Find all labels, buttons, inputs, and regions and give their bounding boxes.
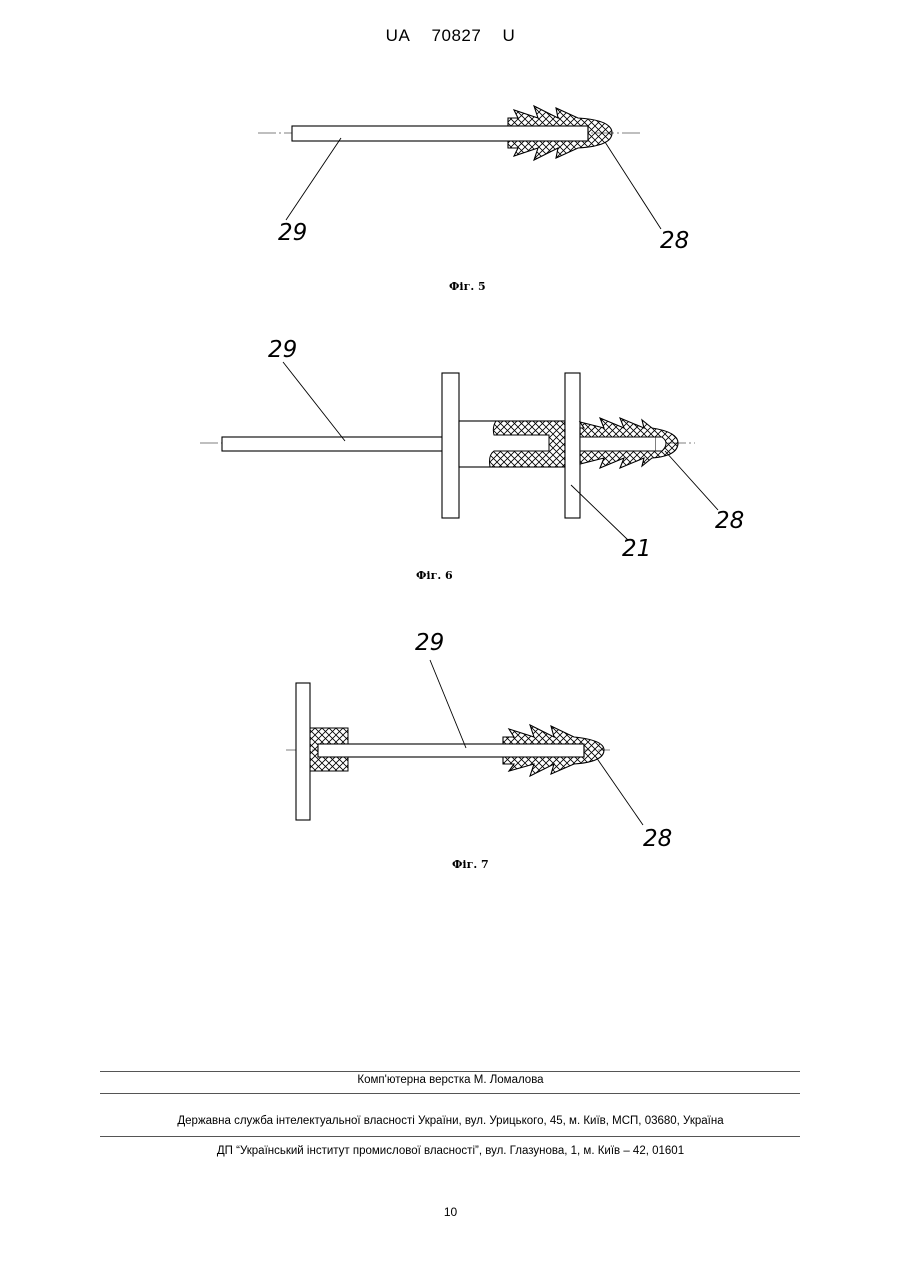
figure-7-caption: Фіг. 7 [452, 858, 489, 871]
figure-6-caption: Фіг. 6 [416, 569, 453, 582]
label-28-fig6: 28 [715, 508, 744, 534]
base-plate [296, 683, 310, 820]
page-number: 10 [0, 1205, 901, 1219]
figure-5-caption: Фіг. 5 [449, 280, 486, 293]
rod-29 [222, 437, 444, 451]
rod-29 [318, 744, 584, 757]
figure-5-drawing: 29 28 [258, 106, 689, 254]
institute-address: ДП “Український інститут промислової вла… [0, 1145, 901, 1157]
office-address: Державна служба інтелектуальної власност… [0, 1115, 901, 1127]
right-flange-21 [565, 373, 580, 518]
label-29-fig5: 29 [278, 220, 307, 246]
label-21-fig6: 21 [622, 536, 651, 562]
layout-credit: Комп'ютерна верстка М. Ломалова [0, 1074, 901, 1086]
left-flange [442, 373, 459, 518]
figure-7-drawing: 29 28 [286, 630, 672, 852]
footer-divider [100, 1071, 800, 1072]
label-28-fig7: 28 [643, 826, 672, 852]
figure-6-drawing: 29 28 21 [200, 337, 744, 562]
rod-29 [292, 126, 588, 141]
footer-divider [100, 1136, 800, 1137]
label-28-fig5: 28 [660, 228, 689, 254]
label-29-fig6: 29 [268, 337, 297, 363]
footer-divider [100, 1093, 800, 1094]
label-29-fig7: 29 [415, 630, 444, 656]
